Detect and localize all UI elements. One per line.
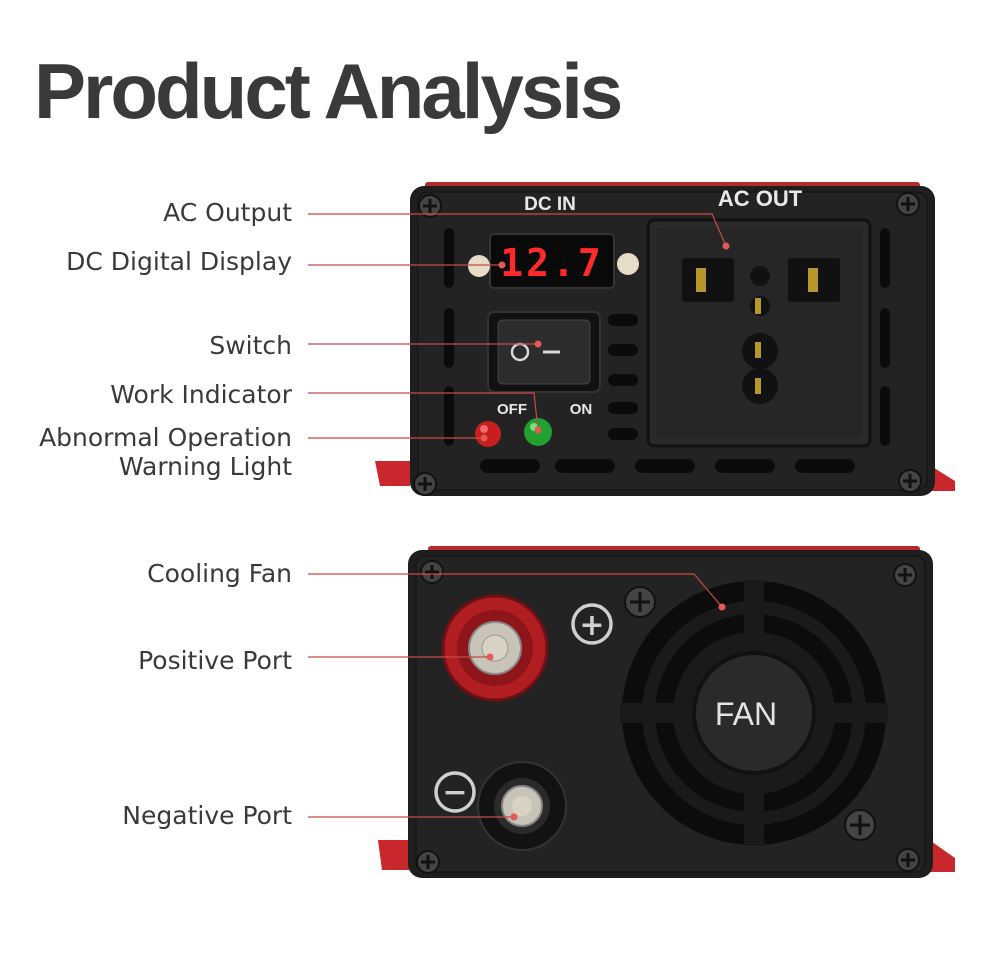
- display-reading: 12.7: [500, 241, 604, 285]
- inverter-front-panel: DC IN 12.7 OFF ON AC OUT: [375, 182, 955, 496]
- inverter-back-panel: + − FAN: [378, 546, 955, 878]
- callout-cooling-fan: Cooling Fan: [147, 559, 292, 588]
- callout-positive-port: Positive Port: [138, 646, 292, 675]
- minus-icon: [434, 771, 476, 813]
- dc-in-label: DC IN: [524, 194, 576, 215]
- ac-out-label: AC OUT: [718, 186, 803, 211]
- callout-switch: Switch: [209, 331, 292, 360]
- callout-ac-output: AC Output: [163, 198, 292, 227]
- fan-label: FAN: [715, 696, 777, 732]
- on-label: ON: [570, 401, 593, 418]
- callout-work-indicator: Work Indicator: [110, 380, 292, 409]
- off-label: OFF: [497, 401, 527, 418]
- page-title: Product Analysis: [34, 47, 623, 135]
- positive-symbol: +: [579, 608, 604, 643]
- callout-abnormal-warning-light: Abnormal Operation Warning Light: [39, 423, 292, 481]
- callout-negative-port: Negative Port: [122, 801, 292, 830]
- callout-dc-digital-display: DC Digital Display: [66, 247, 292, 276]
- warning-light: [475, 421, 501, 447]
- work-indicator: [524, 418, 552, 446]
- cooling-fan: [620, 580, 888, 846]
- negative-symbol: −: [442, 775, 467, 810]
